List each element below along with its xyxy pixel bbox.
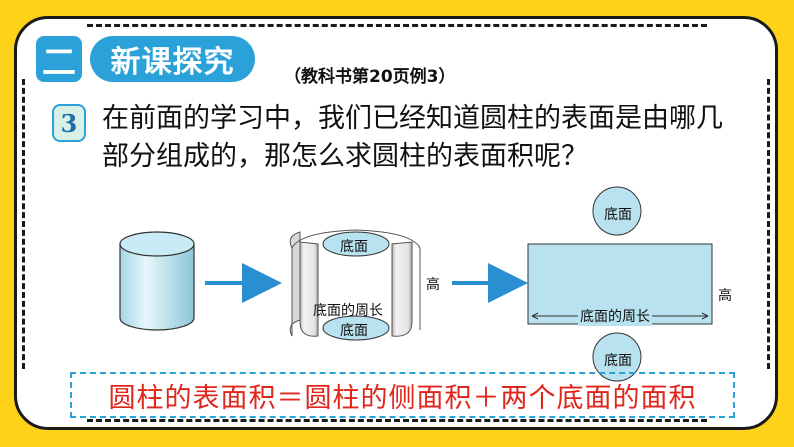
dashed-border-top xyxy=(87,24,707,27)
base-label-bottom: 底面 xyxy=(340,323,368,339)
dashed-border-right xyxy=(767,79,770,369)
dashed-border-left xyxy=(22,79,25,369)
question-text: 在前面的学习中，我们已经知道圆柱的表面是由哪几部分组成的，那怎么求圆柱的表面积呢… xyxy=(102,103,723,172)
content-card xyxy=(14,16,778,430)
example-number-badge: 3 xyxy=(52,104,86,142)
net-circumference-label: 底面的周长 xyxy=(578,306,652,326)
surface-area-formula: 圆柱的表面积＝圆柱的侧面积＋两个底面的面积 xyxy=(108,382,697,414)
net-height-label: 高 xyxy=(718,288,732,304)
formula-box: 圆柱的表面积＝圆柱的侧面积＋两个底面的面积 xyxy=(70,372,735,418)
textbook-reference: （教科书第20页例3） xyxy=(284,67,456,87)
section-title: 新课探究 xyxy=(90,36,255,82)
net-base-label-top: 底面 xyxy=(604,207,632,223)
base-circumference-label: 底面的周长 xyxy=(313,303,383,319)
section-number-badge: 二 xyxy=(36,36,82,83)
dashed-border-bottom xyxy=(87,419,707,422)
height-label: 高 xyxy=(426,277,440,293)
net-base-label-bottom: 底面 xyxy=(604,353,632,369)
base-label-top: 底面 xyxy=(340,239,368,255)
